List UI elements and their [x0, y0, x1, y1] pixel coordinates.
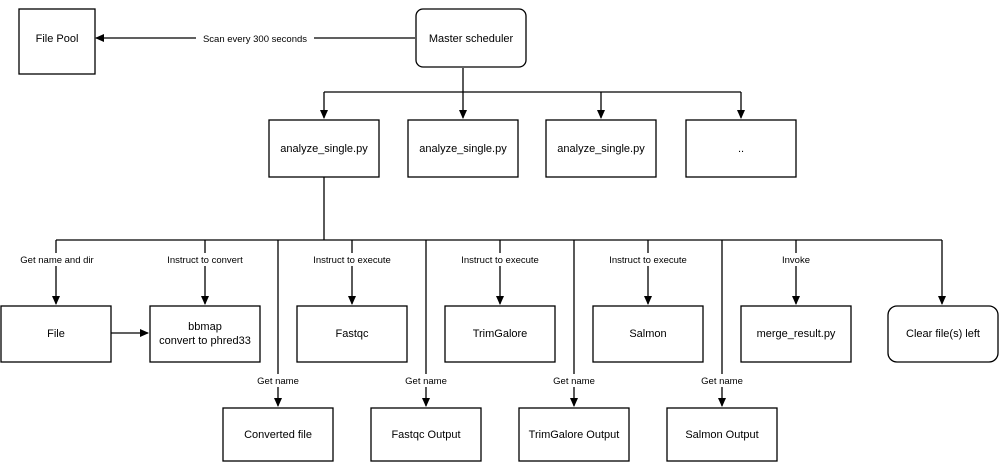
edge-label-scan: Scan every 300 seconds [203, 34, 307, 45]
node-converted-file: Converted file [222, 407, 334, 462]
edge-label-get-name-salmon: Get name [701, 376, 743, 387]
node-trimgalore: TrimGalore [444, 305, 556, 363]
node-analyze-more-label: .. [738, 143, 744, 155]
node-clear-files: Clear file(s) left [887, 305, 999, 363]
node-analyze-single-3: analyze_single.py [545, 119, 657, 178]
node-fastqc: Fastqc [296, 305, 408, 363]
edge-label-get-name-dir: Get name and dir [20, 255, 93, 266]
node-fastqc-output-label: Fastqc Output [391, 429, 460, 441]
node-bbmap-label-line2: convert to phred33 [159, 335, 251, 347]
edge-label-get-name-converted: Get name [257, 376, 299, 387]
edge-label-instruct-convert: Instruct to convert [167, 255, 243, 266]
edge-label-get-name-fastqc: Get name [405, 376, 447, 387]
node-salmon-label: Salmon [629, 328, 666, 340]
node-file-pool-label: File Pool [36, 33, 79, 45]
node-merge-result-label: merge_result.py [757, 328, 836, 340]
node-converted-file-label: Converted file [244, 429, 312, 441]
node-trimgalore-label: TrimGalore [473, 328, 528, 340]
node-analyze-single-2: analyze_single.py [407, 119, 519, 178]
node-analyze-single-1-label: analyze_single.py [280, 143, 368, 155]
node-analyze-single-1: analyze_single.py [268, 119, 380, 178]
node-merge-result: merge_result.py [740, 305, 852, 363]
node-fastqc-output: Fastqc Output [370, 407, 482, 462]
node-analyze-more: .. [685, 119, 797, 178]
node-file: File [0, 305, 112, 363]
edge-label-instruct-exec-salmon: Instruct to execute [609, 255, 687, 266]
node-master-scheduler: Master scheduler [415, 8, 527, 68]
edge-label-get-name-trim: Get name [553, 376, 595, 387]
node-trimgalore-output-label: TrimGalore Output [529, 429, 620, 441]
edge-label-instruct-exec-trim: Instruct to execute [461, 255, 539, 266]
edge-label-invoke: Invoke [782, 255, 810, 266]
node-salmon: Salmon [592, 305, 704, 363]
node-salmon-output-label: Salmon Output [685, 429, 758, 441]
node-bbmap-label-line1: bbmap [188, 321, 222, 333]
node-trimgalore-output: TrimGalore Output [518, 407, 630, 462]
node-file-pool: File Pool [18, 8, 96, 75]
node-fastqc-label: Fastqc [335, 328, 369, 340]
node-file-label: File [47, 328, 65, 340]
node-master-scheduler-label: Master scheduler [429, 33, 514, 45]
node-analyze-single-2-label: analyze_single.py [419, 143, 507, 155]
node-analyze-single-3-label: analyze_single.py [557, 143, 645, 155]
node-clear-files-label: Clear file(s) left [906, 328, 980, 340]
node-salmon-output: Salmon Output [666, 407, 778, 462]
node-bbmap: bbmap convert to phred33 [149, 305, 261, 363]
edge-label-instruct-exec-fastqc: Instruct to execute [313, 255, 391, 266]
